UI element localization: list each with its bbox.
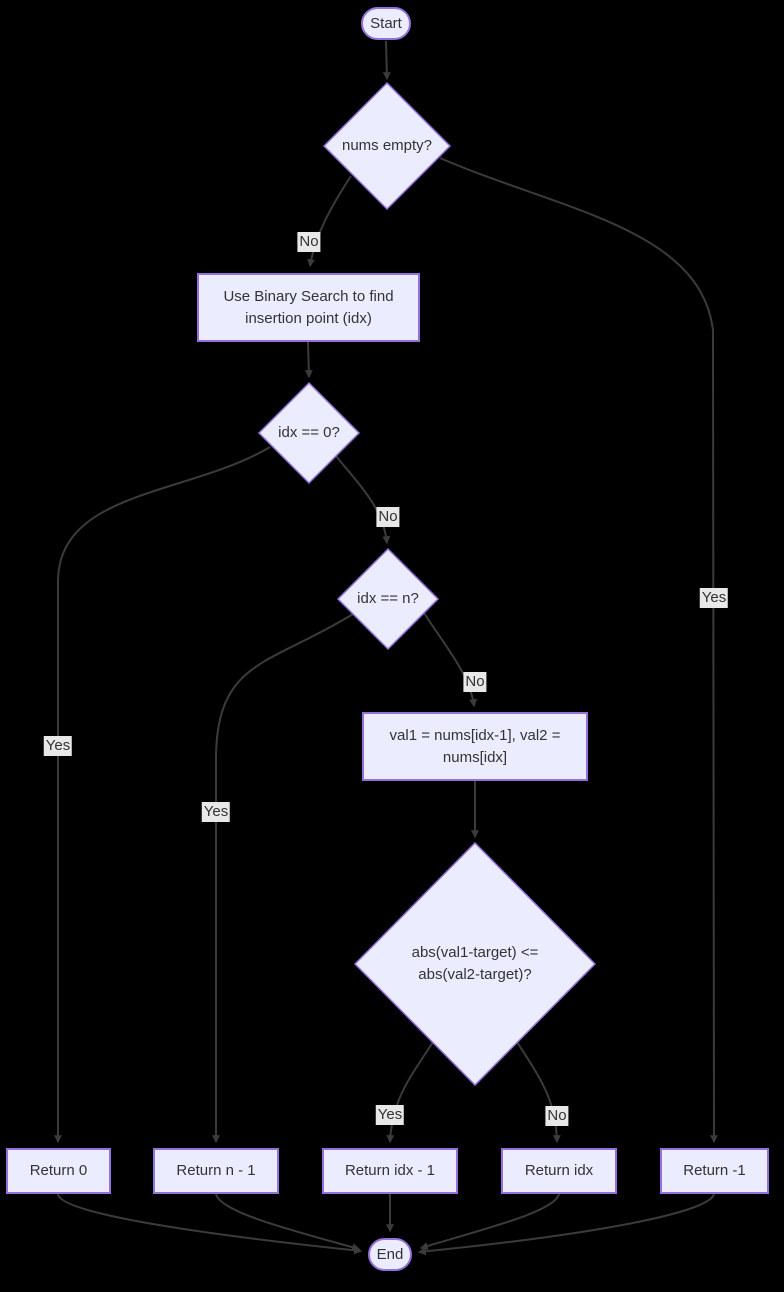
decision-idx-eq-n-label: idx == n? [357, 590, 419, 607]
decision-idx-eq-0-shape [257, 381, 361, 485]
edge-label-abs-yes: Yes [375, 1105, 405, 1125]
edge-label-idxn-no: No [463, 672, 487, 692]
node-end-label: End [376, 1245, 404, 1263]
edge-binary-search-to-idx0 [304, 341, 313, 379]
node-return-idx-minus-1-label: Return idx - 1 [344, 1162, 436, 1179]
node-binary-search: Use Binary Search to find insertion poin… [197, 273, 420, 342]
node-return-minus-1: Return -1 [660, 1148, 769, 1194]
edge-label-idx0-no: No [376, 507, 400, 527]
node-return-idx: Return idx [501, 1148, 617, 1194]
node-return-0-label: Return 0 [29, 1162, 88, 1179]
edge-label-nums-empty-yes: Yes [699, 588, 729, 608]
edge-label-idxn-yes: Yes [201, 802, 231, 822]
node-end: End [368, 1238, 412, 1271]
node-assign-vals-label: val1 = nums[idx-1], val2 = nums[idx] [389, 726, 561, 766]
node-start-label: Start [370, 14, 402, 32]
decision-nums-empty-shape [322, 81, 452, 211]
edge-idx0-no [335, 455, 391, 545]
node-return-minus-1-label: Return -1 [683, 1162, 746, 1179]
edge-label-nums-empty-no: No [297, 232, 321, 252]
node-binary-search-label: Use Binary Search to find insertion poin… [223, 287, 394, 327]
edge-returnneg1-to-end [417, 1193, 715, 1256]
decision-nums-empty-label: nums empty? [341, 137, 433, 154]
edge-label-idx0-yes: Yes [43, 736, 73, 756]
edge-returnidx-to-end [419, 1193, 560, 1250]
edge-nums-empty-no [307, 175, 352, 268]
decision-idx-eq-0-label: idx == 0? [278, 424, 340, 441]
edge-start-to-nums-empty [382, 40, 391, 81]
edge-nums-empty-yes [439, 157, 718, 1144]
node-return-idx-label: Return idx [524, 1162, 594, 1179]
decision-abs-compare-label: abs(val1-target) <= abs(val2-target)? [411, 944, 539, 983]
edge-idxn-yes [212, 613, 354, 1144]
node-assign-vals: val1 = nums[idx-1], val2 = nums[idx] [362, 712, 588, 781]
edge-idx0-yes [54, 446, 271, 1144]
edge-return0-to-end [57, 1193, 363, 1255]
node-return-n-minus-1: Return n - 1 [153, 1148, 279, 1194]
edge-returnn1-to-end [215, 1193, 361, 1252]
edge-abs-no [516, 1041, 561, 1144]
decision-abs-compare-shape [353, 841, 597, 1087]
node-return-idx-minus-1: Return idx - 1 [322, 1148, 458, 1194]
edge-label-abs-no: No [545, 1106, 569, 1126]
node-return-n-minus-1-label: Return n - 1 [176, 1162, 256, 1179]
edge-idxn-no [423, 612, 478, 708]
edge-abs-yes [386, 1041, 434, 1144]
node-return-0: Return 0 [6, 1148, 111, 1194]
decision-idx-eq-n-shape [336, 547, 440, 651]
node-start: Start [361, 7, 411, 40]
